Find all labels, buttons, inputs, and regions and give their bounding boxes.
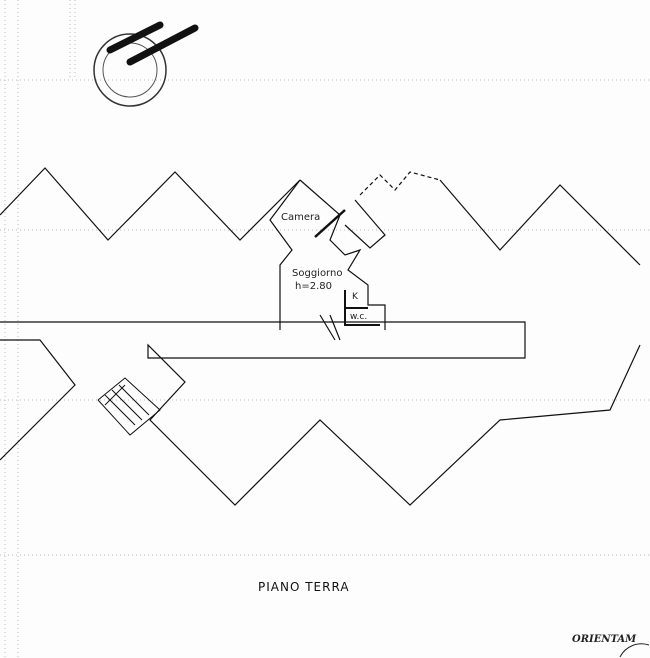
approval-stamp	[93, 21, 199, 107]
ceiling-height-label: h=2.80	[295, 281, 332, 292]
floor-title: PIANO TERRA	[258, 580, 350, 594]
north-arrow-circle	[619, 643, 650, 658]
room-label-soggiorno: Soggiorno	[292, 268, 343, 279]
room-label-camera: Camera	[281, 212, 321, 223]
room-label-kitchen: K	[352, 292, 358, 302]
orientation-label: ORIENTAM	[572, 634, 637, 645]
room-label-wc: w.c.	[350, 312, 368, 322]
building-outline	[0, 167, 641, 506]
staircase	[97, 377, 161, 436]
